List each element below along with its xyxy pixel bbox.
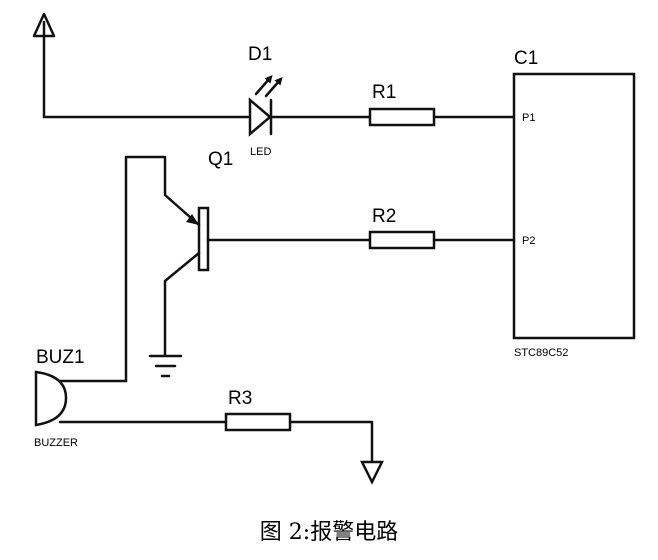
buzzer-symbol — [34, 370, 68, 427]
mcu-pin1-label: P1 — [522, 112, 535, 124]
ground-arrow-r3 — [359, 460, 385, 485]
mcu-c1-box — [512, 72, 636, 340]
r3-ref-label: R3 — [228, 388, 252, 409]
mcu-pin2-label: P2 — [522, 235, 535, 247]
r1-ref-label: R1 — [372, 82, 396, 103]
resistor-r1-symbol — [368, 107, 436, 127]
resistor-r2-symbol — [368, 230, 436, 250]
resistor-r3-symbol — [224, 412, 292, 432]
mcu-part-label: STC89C52 — [514, 347, 568, 359]
power-supply-symbol — [32, 12, 56, 119]
buzzer-type-label: BUZZER — [34, 437, 78, 449]
buzzer-ref-label: BUZ1 — [36, 347, 85, 368]
led-type-label: LED — [250, 146, 271, 158]
transistor-q1-symbol — [124, 155, 210, 383]
ground-symbol-q1 — [148, 354, 183, 378]
r2-ref-label: R2 — [372, 206, 396, 227]
mcu-ref-label: C1 — [514, 48, 538, 69]
led-ref-label: D1 — [248, 44, 272, 65]
transistor-ref-label: Q1 — [208, 149, 233, 170]
figure-caption: 图 2:报警电路 — [259, 520, 399, 545]
wire-r3-ground — [288, 420, 374, 464]
led-d1-symbol — [248, 74, 283, 137]
